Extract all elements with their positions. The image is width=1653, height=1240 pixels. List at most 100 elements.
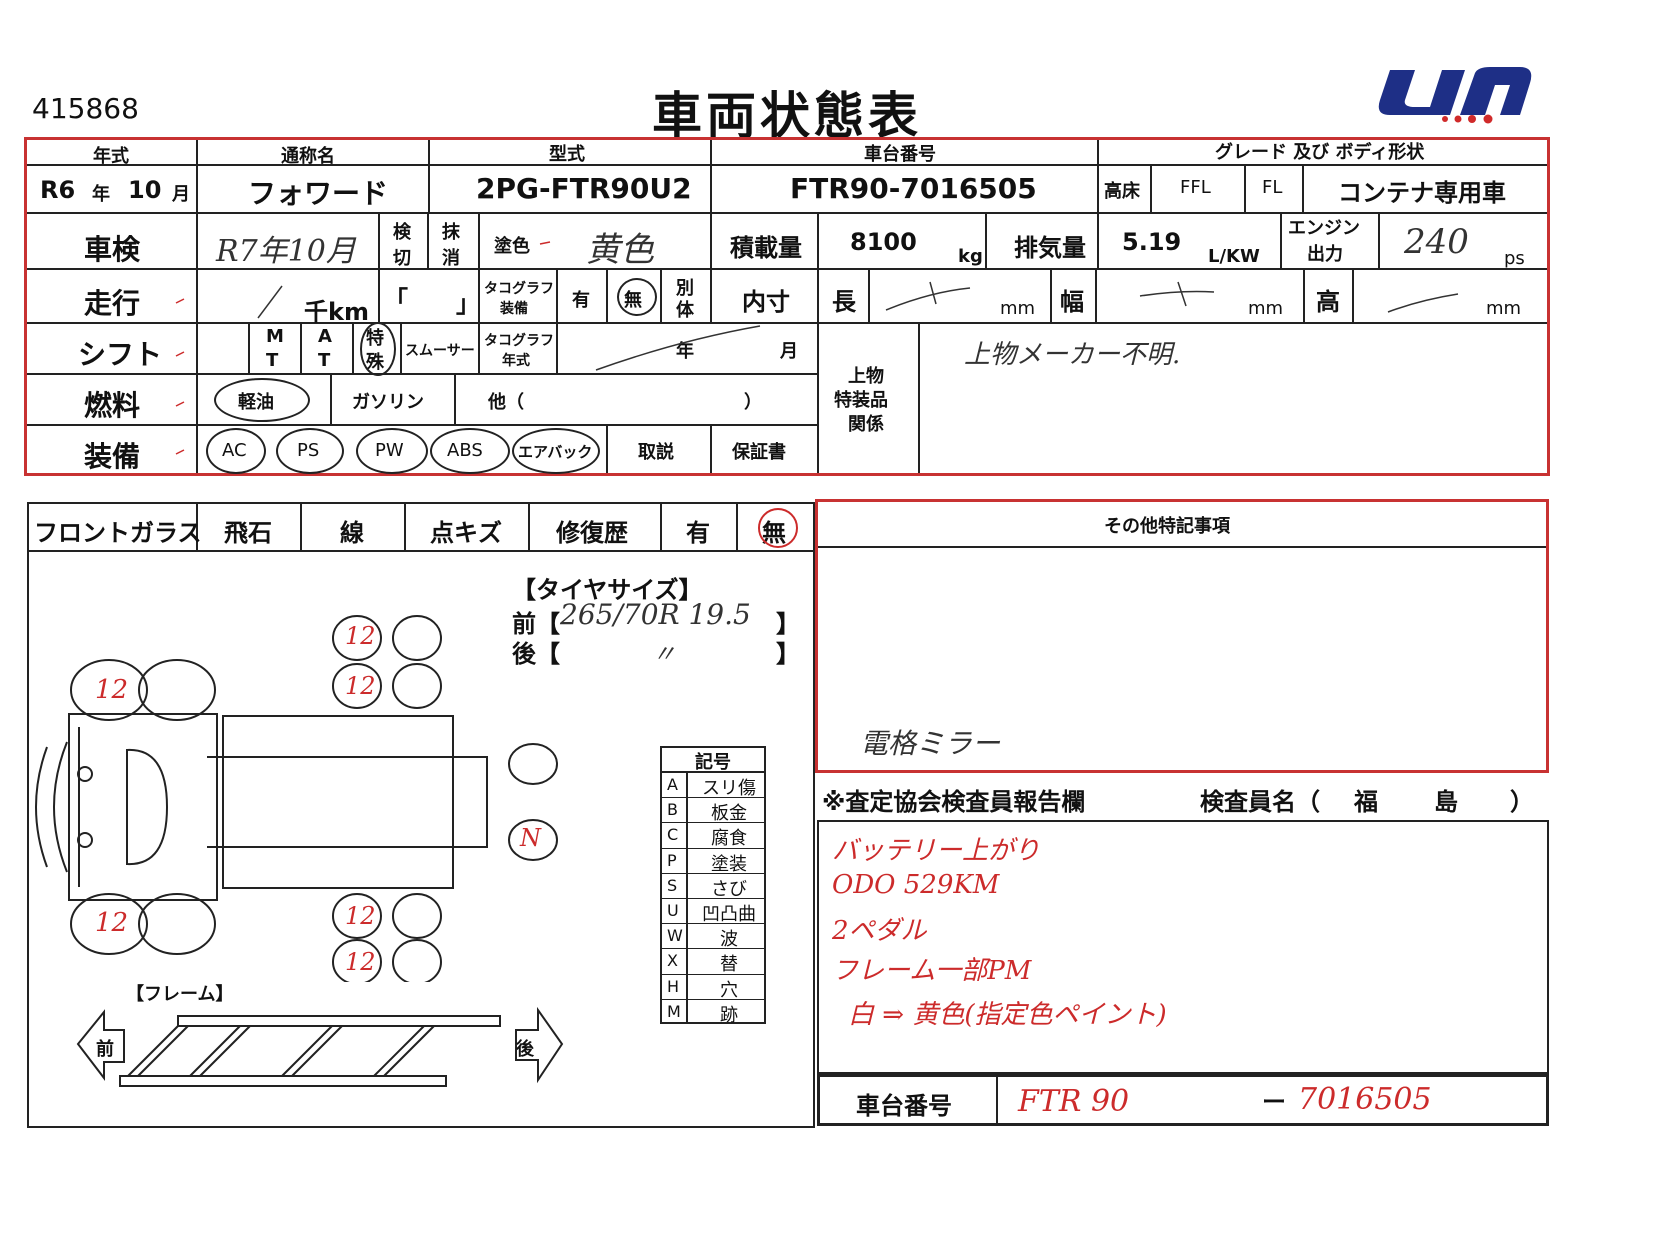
haiki-label: 排気量 <box>1014 234 1086 262</box>
glass-hiseki: 飛石 <box>224 519 272 547</box>
tire-front-close: 】 <box>776 610 800 638</box>
sekisai-value: 8100 <box>850 228 917 256</box>
legend-key: U <box>667 901 679 920</box>
report-line-3: 2ペダル <box>832 916 927 946</box>
report-line-1: バッテリー上がり <box>832 836 1041 866</box>
fuel-other: 他（ <box>488 392 524 413</box>
abs-circle <box>430 428 510 474</box>
legend-key: W <box>667 926 683 946</box>
report-line-2: ODO 529KM <box>832 870 1000 900</box>
glass-tenkizu: 点キズ <box>430 519 502 547</box>
legend-key: C <box>667 825 679 845</box>
shift-toku-circle <box>360 322 396 376</box>
header-kata: 型式 <box>549 144 585 165</box>
inspector-label: 検査員名（ <box>1200 788 1320 816</box>
soubi-torisetsu: 取説 <box>638 442 674 463</box>
footer-dash: ー <box>1262 1088 1286 1116</box>
betsu-b: 体 <box>676 300 694 321</box>
haiki-value: 5.19 <box>1122 228 1182 256</box>
tacho-year-getsu: 月 <box>780 341 798 362</box>
ac-circle <box>206 428 266 474</box>
report-title: ※査定協会検査員報告欄 <box>822 788 1086 816</box>
smoother-label: スムーサー <box>405 343 475 359</box>
footer-chassis-a: FTR 90 <box>1018 1084 1130 1119</box>
legend-key: M <box>667 1001 681 1021</box>
inspector-name-a: 福 <box>1354 788 1378 816</box>
legend-value: 跡 <box>720 1004 738 1026</box>
shaken-label: 車検 <box>84 233 141 266</box>
ps-unit: ps <box>1504 248 1525 269</box>
uwamono-label-c: 関係 <box>848 414 884 435</box>
soubi-ps: PS <box>297 440 320 461</box>
legend-value: 塗装 <box>711 853 747 875</box>
tire-mark-rear2-left: 12 <box>345 672 376 700</box>
frame-diagram <box>76 1006 564 1087</box>
tire-size-title: 【タイヤサイズ】 <box>512 576 703 604</box>
shift-label: シフト <box>78 338 163 371</box>
uwamono-note: 上物メーカー不明. <box>964 340 1181 370</box>
legend-title: 記号 <box>695 752 731 773</box>
tacho-label-b: 装備 <box>500 301 528 317</box>
report-line-5: 白 ⇒ 黄色(指定色ペイント) <box>848 1000 1167 1030</box>
header-tsusho: 通称名 <box>281 146 335 167</box>
glass-shufuku: 修復歴 <box>556 519 628 547</box>
frame-rear: 後 <box>516 1039 534 1060</box>
legend-key: A <box>667 775 678 794</box>
legend-value: 腐食 <box>711 828 747 850</box>
fl-label: FL <box>1262 177 1283 198</box>
tire-mark-rear1-left: 12 <box>345 622 376 650</box>
kengiri-a: 検 <box>393 222 411 243</box>
footer-label: 車台番号 <box>856 1092 952 1120</box>
uwamono-label-a: 上物 <box>848 366 884 387</box>
tire-front-size: 265/70R 19.5 <box>560 598 751 631</box>
sekisai-label: 積載量 <box>730 234 802 262</box>
glass-sen: 線 <box>340 519 364 547</box>
legend-value: スリ傷 <box>702 778 756 799</box>
header-daiban: 車台番号 <box>864 144 936 165</box>
frame-title: 【フレーム】 <box>126 984 234 1005</box>
glass-nashi-circle <box>758 508 798 548</box>
haba-label: 幅 <box>1060 288 1084 316</box>
frame-front: 前 <box>96 1039 114 1060</box>
tacho-year-nen: 年 <box>676 341 694 362</box>
tacho-year-b: 年式 <box>502 353 530 369</box>
soubi-pw: PW <box>375 440 404 461</box>
keiyu-circle <box>214 378 310 422</box>
year-getsu: 月 <box>172 184 190 205</box>
legend-table <box>660 746 766 1024</box>
legend-key: S <box>667 875 678 895</box>
bracket-right: 」 <box>456 290 480 318</box>
tire-mark-rear2-right: 12 <box>345 948 376 976</box>
mm-unit-1: mm <box>1000 298 1036 319</box>
tire-mark-rear1-right: 12 <box>345 902 376 930</box>
tokki-frame <box>815 499 1549 773</box>
tokki-title: その他特記事項 <box>1104 516 1230 537</box>
mm-unit-3: mm <box>1486 298 1522 319</box>
tacho-year-a: タコグラフ <box>484 333 554 349</box>
soubi-label: 装備 <box>84 440 141 473</box>
mm-unit-2: mm <box>1248 298 1284 319</box>
fuel-keiyu: 軽油 <box>238 392 274 413</box>
soubi-airbag: エアバック <box>518 443 593 461</box>
engine-label-a: エンジン <box>1288 218 1360 239</box>
footer-chassis-b: 7016505 <box>1298 1082 1432 1117</box>
report-line-4: フレーム一部PM <box>832 956 1032 986</box>
shift-t: T <box>266 350 279 371</box>
betsu-a: 別 <box>676 278 694 299</box>
soubi-abs: ABS <box>447 440 483 461</box>
tire-rear-close: 】 <box>776 640 800 668</box>
shift-t2: T <box>318 350 331 371</box>
kg-unit: kg <box>958 246 983 267</box>
fuel-close: ） <box>744 392 762 413</box>
truck-diagram <box>35 615 558 982</box>
header-grade: グレード 及び ボディ形状 <box>1215 142 1425 163</box>
ps-circle <box>276 428 344 474</box>
year-month: 10 <box>128 176 162 204</box>
naisun-label: 内寸 <box>742 288 790 316</box>
lkw-unit: L/KW <box>1208 246 1260 267</box>
model-code: 2PG-FTR90U2 <box>476 172 692 205</box>
document-number: 415868 <box>32 92 139 125</box>
color-value: 黄色 <box>586 230 654 270</box>
masshou-a: 抹 <box>442 222 460 243</box>
uwamono-label-b: 特装品 <box>834 390 888 411</box>
